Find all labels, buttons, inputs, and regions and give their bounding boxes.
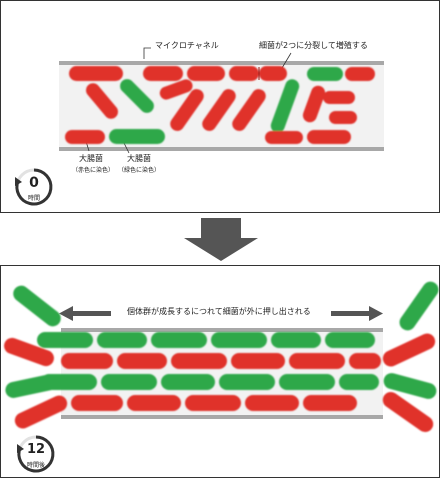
bacteria-bottom (4, 281, 439, 433)
red-bacterium (382, 391, 434, 433)
green-bacterium (13, 285, 61, 327)
division-label: 細菌が2つに分裂して増殖する (259, 41, 368, 50)
red-bacterium (159, 79, 193, 100)
push-left-arrow (59, 306, 111, 321)
green-bacterium (279, 374, 335, 390)
green-bacterium (101, 374, 157, 390)
green-bacterium (37, 332, 93, 348)
channel-wall-bottom (61, 415, 383, 419)
red-bacterium (303, 395, 357, 411)
channel-pointer-line (143, 47, 151, 59)
green-bacterium (325, 332, 375, 348)
channel-wall-bottom (59, 147, 384, 151)
red-bacterium (117, 353, 167, 369)
microchannel-diagram-top (15, 47, 384, 206)
green-bacterium (5, 374, 59, 398)
red-bacterium (69, 66, 123, 81)
red-bacterium (187, 66, 225, 81)
clock-unit: 時間 (27, 195, 40, 202)
green-bacterium (161, 374, 215, 390)
red-bacterium (329, 111, 357, 124)
green-bacterium (383, 373, 437, 399)
push-right-arrow (331, 306, 383, 321)
clock-unit: 時間後 (26, 462, 45, 469)
red-bacterium (86, 83, 118, 119)
red-bacterium (202, 89, 236, 131)
green-bacterium (211, 332, 267, 348)
ecoli-green-sublabel: （緑色に染色） (117, 167, 160, 174)
red-bacterium (185, 395, 241, 411)
green-bacterium (271, 332, 321, 348)
green-bacterium (339, 374, 379, 390)
clock-icon (15, 168, 53, 206)
panel-time-0: マイクロチャネル 細菌が2つに分裂して増殖する 大腸菌 （赤色に染色） 大腸菌 … (0, 0, 440, 213)
red-bacterium (127, 395, 181, 411)
red-bacterium (265, 131, 303, 144)
green-bacterium (399, 281, 439, 331)
red-bacterium (245, 395, 299, 411)
clock-value: 12 (26, 442, 46, 457)
red-bacterium (231, 353, 285, 369)
red-bacterium (259, 66, 287, 81)
green-bacterium (109, 129, 165, 144)
channel-label: マイクロチャネル (155, 41, 219, 50)
red-bacterium (171, 353, 227, 369)
ecoli-red-sublabel: （赤色に染色） (71, 167, 114, 174)
red-bacterium (65, 130, 105, 144)
green-bacterium (97, 332, 147, 348)
green-bacterium (307, 67, 343, 81)
red-bacterium (349, 353, 381, 369)
push-label: 個体群が成長するにつれて細菌が外に押し出される (127, 307, 311, 316)
green-bacterium (270, 79, 300, 133)
channel-wall-top (59, 61, 384, 65)
ecoli-red-label: 大腸菌 (79, 154, 103, 163)
red-bacterium (143, 66, 183, 81)
red-bacterium (232, 89, 266, 131)
clock-value: 0 (29, 175, 39, 191)
red-bacterium (170, 89, 204, 131)
green-bacterium (219, 374, 275, 390)
red-bacterium (307, 130, 351, 144)
red-bacterium (382, 333, 436, 367)
clock-icon (17, 435, 55, 473)
red-bacterium (4, 337, 54, 367)
red-bacterium (71, 395, 123, 411)
microchannel-diagram-bottom (4, 281, 439, 473)
red-bacterium (229, 66, 259, 81)
red-bacterium (323, 91, 355, 104)
green-bacterium (151, 332, 207, 348)
ecoli-green-label: 大腸菌 (127, 154, 151, 163)
panel-time-12: 個体群が成長するにつれて細菌が外に押し出される 12 時間後 (0, 265, 440, 478)
red-bacterium (289, 353, 345, 369)
red-bacterium (302, 85, 326, 123)
red-bacterium (14, 395, 68, 429)
down-arrow-icon (184, 218, 258, 261)
green-bacterium (120, 79, 154, 113)
channel-wall-top (61, 328, 383, 332)
bacteria-top (65, 66, 375, 144)
red-bacterium (345, 67, 375, 81)
red-bacterium (61, 353, 113, 369)
